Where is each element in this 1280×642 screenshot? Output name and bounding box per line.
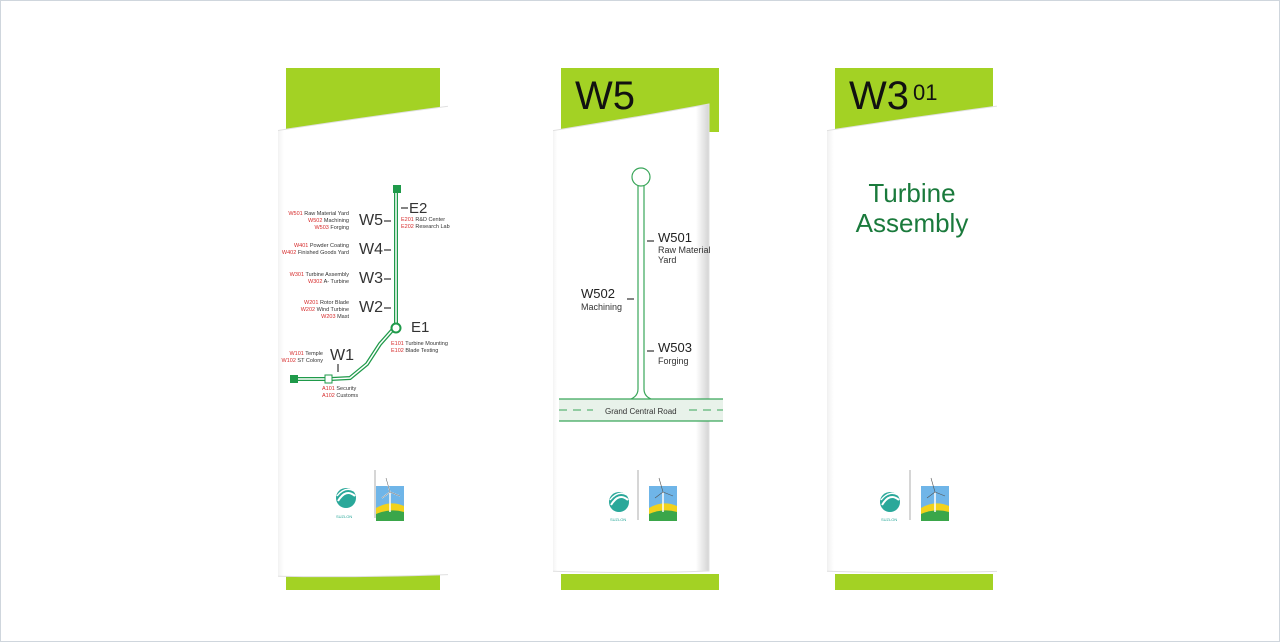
directory-entry: W502 Machining	[308, 218, 349, 224]
w5-entries: W501 Raw Material Yard W502 Machining W5…	[288, 211, 349, 232]
level-w1-label: W1	[330, 347, 354, 364]
room-ticks	[627, 240, 654, 352]
sign-site-directory: W5 W4 W3 W2 W1 E2 E1 W501 Raw Material Y…	[278, 68, 450, 590]
level-w4-label: W4	[359, 241, 383, 258]
level-w3-label: W3	[359, 270, 383, 287]
directory-entry: W203 Mast	[321, 314, 349, 320]
room-code-main: W3	[849, 74, 909, 118]
suzlon-logo	[336, 488, 356, 508]
bottom-green-band	[561, 574, 719, 590]
building-code: W5	[575, 74, 635, 118]
logo-text: SUZLON	[881, 517, 898, 522]
wind-turbine-emblem	[921, 477, 949, 521]
w2-entries: W201 Rotor Blade W202 Wind Turbine W203 …	[301, 300, 349, 321]
room-w502-code: W502	[581, 286, 615, 301]
directory-entry: W201 Rotor Blade	[304, 300, 349, 306]
level-ticks	[337, 207, 408, 372]
room-w502-name: Machining	[581, 302, 623, 312]
directory-entry: E101 Turbine Mounting	[391, 341, 448, 347]
directory-entry: W102 ST Colony	[281, 358, 323, 364]
w4-entries: W401 Powder Coating W402 Finished Goods …	[282, 243, 349, 257]
sign-panel	[553, 103, 723, 573]
road-band	[559, 399, 723, 421]
wind-turbine-emblem	[649, 477, 677, 521]
directory-entry: W202 Wind Turbine	[300, 307, 349, 313]
directory-entry: W302 A- Turbine	[308, 279, 349, 285]
room-w503-name: Forging	[658, 356, 689, 366]
a-entries: A101 Security A102 Customs	[322, 386, 358, 400]
sign-panel	[827, 105, 997, 573]
building-corridor	[630, 167, 652, 400]
directory-entry: E202 Research Lab	[401, 224, 450, 230]
suzlon-logo	[880, 492, 900, 512]
bottom-green-band	[286, 574, 440, 590]
level-e2-label: E2	[409, 200, 428, 217]
level-w5-label: W5	[359, 212, 383, 229]
directory-entry: E201 R&D Center	[401, 217, 446, 223]
level-w2-label: W2	[359, 299, 383, 316]
room-code-suffix: 01	[913, 80, 938, 105]
e1-entries: E101 Turbine Mounting E102 Blade Testing	[391, 341, 448, 355]
e1-junction	[390, 322, 402, 334]
logo-text: SUZLON	[336, 514, 353, 519]
w3-entries: W301 Turbine Assembly W302 A- Turbine	[290, 272, 349, 286]
directory-entry: W503 Forging	[314, 225, 349, 231]
w1-entries: W101 Temple W102 ST Colony	[282, 351, 323, 365]
suzlon-logo	[609, 492, 629, 512]
level-e1-label: E1	[411, 319, 430, 336]
room-w503-code: W503	[658, 340, 692, 355]
bottom-green-band	[835, 574, 993, 590]
directory-entry: A101 Security	[322, 386, 357, 392]
wind-turbine-emblem	[376, 477, 404, 521]
directory-entry: W101 Temple	[289, 351, 323, 357]
route-endpoint-left	[290, 375, 298, 383]
e2-entries: E201 R&D Center E202 Research Lab	[401, 217, 450, 231]
directory-entry: W401 Powder Coating	[293, 243, 349, 249]
route-endpoint-top	[393, 185, 401, 193]
directory-entry: A102 Customs	[322, 393, 359, 399]
directory-entry: W301 Turbine Assembly	[289, 272, 349, 278]
gate-marker	[324, 374, 333, 384]
directory-entry: W501 Raw Material Yard	[288, 211, 349, 217]
logo-text: SUZLON	[610, 517, 627, 522]
sign-panel	[278, 105, 448, 578]
road-label: Grand Central Road	[605, 407, 677, 416]
directory-entry: W402 Finished Goods Yard	[281, 250, 349, 256]
room-w501-code: W501	[658, 230, 692, 245]
directory-entry: E102 Blade Testing	[391, 348, 439, 354]
